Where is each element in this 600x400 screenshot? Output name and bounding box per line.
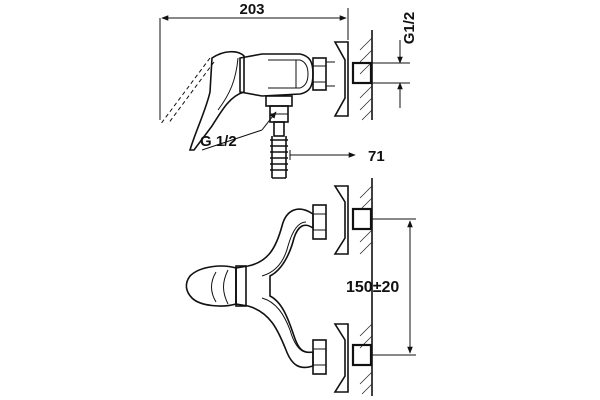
dim-outlet-offset: 71 bbox=[289, 148, 385, 165]
dim-label-71: 71 bbox=[368, 148, 385, 165]
inlet-stub-lower bbox=[351, 343, 373, 367]
dim-inlet-spacing: 150±20 bbox=[346, 218, 416, 356]
shower-outlet bbox=[265, 95, 293, 179]
escutcheon-top bbox=[333, 41, 349, 117]
escutcheon-lower bbox=[333, 323, 349, 393]
mixer-body-front bbox=[235, 208, 314, 369]
dim-label-g12-wall: G1/2 bbox=[401, 12, 418, 45]
cartridge-body bbox=[235, 265, 247, 307]
escutcheon-upper bbox=[333, 185, 349, 255]
dim-wall-thread: G1/2 bbox=[372, 12, 418, 108]
front-view: 150±20 bbox=[185, 178, 416, 396]
inlet-stub-upper bbox=[351, 207, 373, 231]
dim-label-150: 150±20 bbox=[346, 279, 399, 296]
hex-nut-top bbox=[312, 57, 327, 91]
hex-nut-upper bbox=[312, 204, 327, 240]
dim-overall-width: 203 bbox=[159, 1, 349, 120]
handle-lever-front bbox=[185, 265, 237, 307]
handle-lever-side bbox=[188, 50, 245, 151]
hex-nut-lower bbox=[312, 339, 327, 375]
dim-label-203: 203 bbox=[239, 1, 264, 18]
mixer-body-side bbox=[239, 53, 314, 97]
side-view: 203 G1/2 G 1/2 71 bbox=[159, 1, 418, 179]
dim-label-g12-outlet: G 1/2 bbox=[200, 133, 237, 150]
inlet-stub-top bbox=[351, 61, 373, 85]
dim-outlet-thread: G 1/2 bbox=[200, 111, 277, 151]
